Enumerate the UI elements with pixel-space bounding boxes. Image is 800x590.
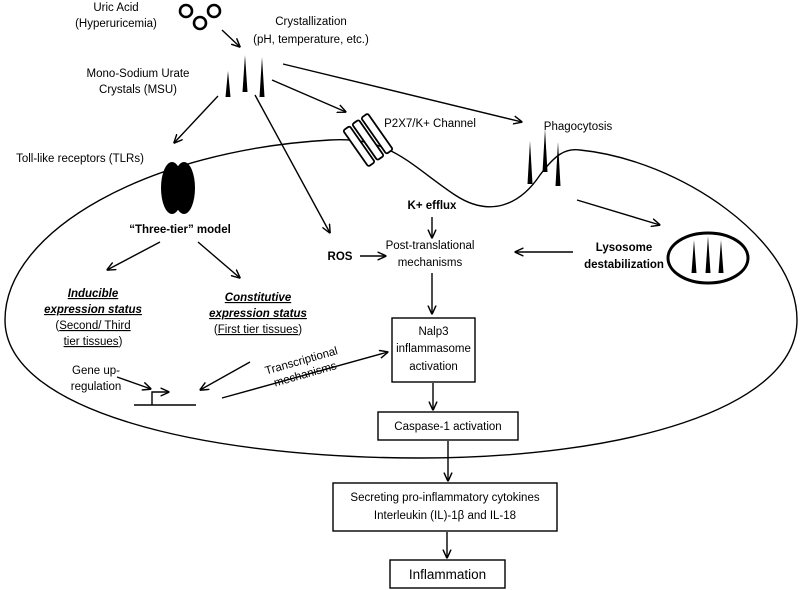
- channel-segment: [342, 125, 375, 167]
- crystal-needle: [225, 71, 231, 97]
- msu-label: Mono-Sodium Urate: [87, 68, 190, 80]
- arrow-msu-to-p2x7: [271, 79, 346, 112]
- gene-promoter-icon: [134, 392, 196, 406]
- cytokines-label: Secreting pro-inflammatory cytokines: [350, 492, 539, 504]
- tlr-receptor-icon: [161, 162, 195, 214]
- uric-acid-label: Uric Acid: [93, 2, 138, 14]
- inducible-tissues-text: tier tissues: [64, 336, 119, 348]
- p2x7-channel-icon: [342, 113, 394, 167]
- post-translational-label: Post-translational: [386, 240, 475, 252]
- arrow-uric-to-crystals: [221, 29, 240, 47]
- hyperuricemia-label: (Hyperuricemia): [75, 18, 157, 30]
- inflammation-label: Inflammation: [409, 567, 486, 582]
- arrow-msu-to-ros: [254, 94, 330, 233]
- crystallization-label: Crystallization: [275, 16, 347, 28]
- activation-label: activation: [409, 361, 458, 373]
- three-tier-model-label: “Three-tier” model: [129, 224, 231, 236]
- constitutive-tissues: (First tier tissues): [214, 324, 302, 336]
- inducible-tissues-line2: tier tissues): [64, 336, 123, 348]
- inflammasome-label: inflammasome: [396, 343, 471, 355]
- transcriptional-mechanisms-label: Transcriptional mechanisms: [264, 345, 339, 389]
- arrow-transcriptional-to-nalp3: [221, 352, 388, 399]
- constitutive-tissues-text: First tier tissues: [218, 324, 299, 336]
- constitutive-title: Constitutive: [225, 292, 292, 304]
- arrow-constitutive-to-gene: [200, 361, 251, 390]
- inducible-tissues-line1: (Second/ Third: [55, 320, 130, 332]
- crystal-needle: [555, 142, 561, 186]
- caspase-box-frame: [377, 411, 519, 441]
- channel-segment: [361, 113, 394, 155]
- destabilization-label: destabilization: [584, 259, 664, 271]
- arrow-phagosome-to-lysosome: [576, 199, 660, 225]
- uric-acid-ring: [192, 15, 208, 31]
- arrow-three-tier-to-inducible: [107, 241, 161, 270]
- inducible-title: Inducible: [68, 288, 119, 300]
- uric-acid-ring: [206, 3, 222, 19]
- open-paren: (: [55, 320, 59, 332]
- uric-acid-molecules-icon: [178, 3, 222, 31]
- open-paren: (: [214, 324, 218, 336]
- interleukin-label: Interleukin (IL)-1β and IL-18: [374, 510, 516, 522]
- uric-acid-ring: [178, 3, 194, 19]
- lysosome-label: Lysosome: [596, 242, 652, 254]
- arrow-three-tier-to-constitutive: [197, 241, 240, 278]
- inflammation-box-frame: [389, 559, 506, 589]
- post-translational-mechanisms-label: mechanisms: [398, 257, 463, 269]
- crystal-needle: [542, 129, 548, 172]
- cytokines-box-frame: [332, 482, 558, 532]
- crystal-needle: [718, 240, 724, 273]
- p2x7-label: P2X7/K+ Channel: [384, 118, 476, 130]
- k-efflux-label: K+ efflux: [408, 200, 457, 212]
- nalp3-label: Nalp3: [418, 326, 448, 338]
- crystal-needle: [259, 57, 265, 97]
- inducible-subtitle: expression status: [44, 304, 142, 316]
- msu-crystals-icon: [225, 55, 265, 97]
- nalp3-box: Nalp3 inflammasome activation: [391, 317, 476, 383]
- nalp3-box-frame: [391, 317, 476, 383]
- arrow-msu-to-phagocytosis: [282, 63, 522, 122]
- msu-crystals-label: Crystals (MSU): [99, 84, 177, 96]
- regulation-label: regulation: [71, 381, 122, 393]
- crystal-needle: [527, 141, 533, 184]
- inducible-tissues-text: Second/ Third: [59, 320, 130, 332]
- close-paren: ): [298, 324, 302, 336]
- crystal-needle: [705, 236, 711, 273]
- caspase-label: Caspase-1 activation: [394, 421, 501, 433]
- crystal-needle: [242, 55, 248, 92]
- gene-upregulation-label: Gene up-: [72, 365, 120, 377]
- close-paren: ): [119, 336, 123, 348]
- lysosome-icon: [666, 231, 750, 285]
- crystal-needle: [691, 240, 697, 273]
- inflammation-box: Inflammation: [389, 559, 506, 589]
- arrow-gene-upregulation-to-gene: [116, 376, 151, 389]
- cytokines-box: Secreting pro-inflammatory cytokines Int…: [332, 482, 558, 532]
- arrow-msu-to-tlr: [174, 95, 219, 143]
- transcription-start-arrow: [151, 392, 169, 405]
- tlr-label: Toll-like receptors (TLRs): [16, 153, 144, 165]
- constitutive-subtitle: expression status: [209, 308, 307, 320]
- caspase-box: Caspase-1 activation: [377, 411, 519, 441]
- phagocytosis-label: Phagocytosis: [544, 121, 613, 133]
- phagocytosed-crystals-icon: [527, 129, 561, 186]
- tlr-subunit: [173, 162, 195, 214]
- crystallization-conditions-label: (pH, temperature, etc.): [253, 34, 369, 46]
- channel-segment: [351, 119, 385, 161]
- ros-label: ROS: [328, 251, 353, 263]
- cell-membrane: [4, 138, 798, 459]
